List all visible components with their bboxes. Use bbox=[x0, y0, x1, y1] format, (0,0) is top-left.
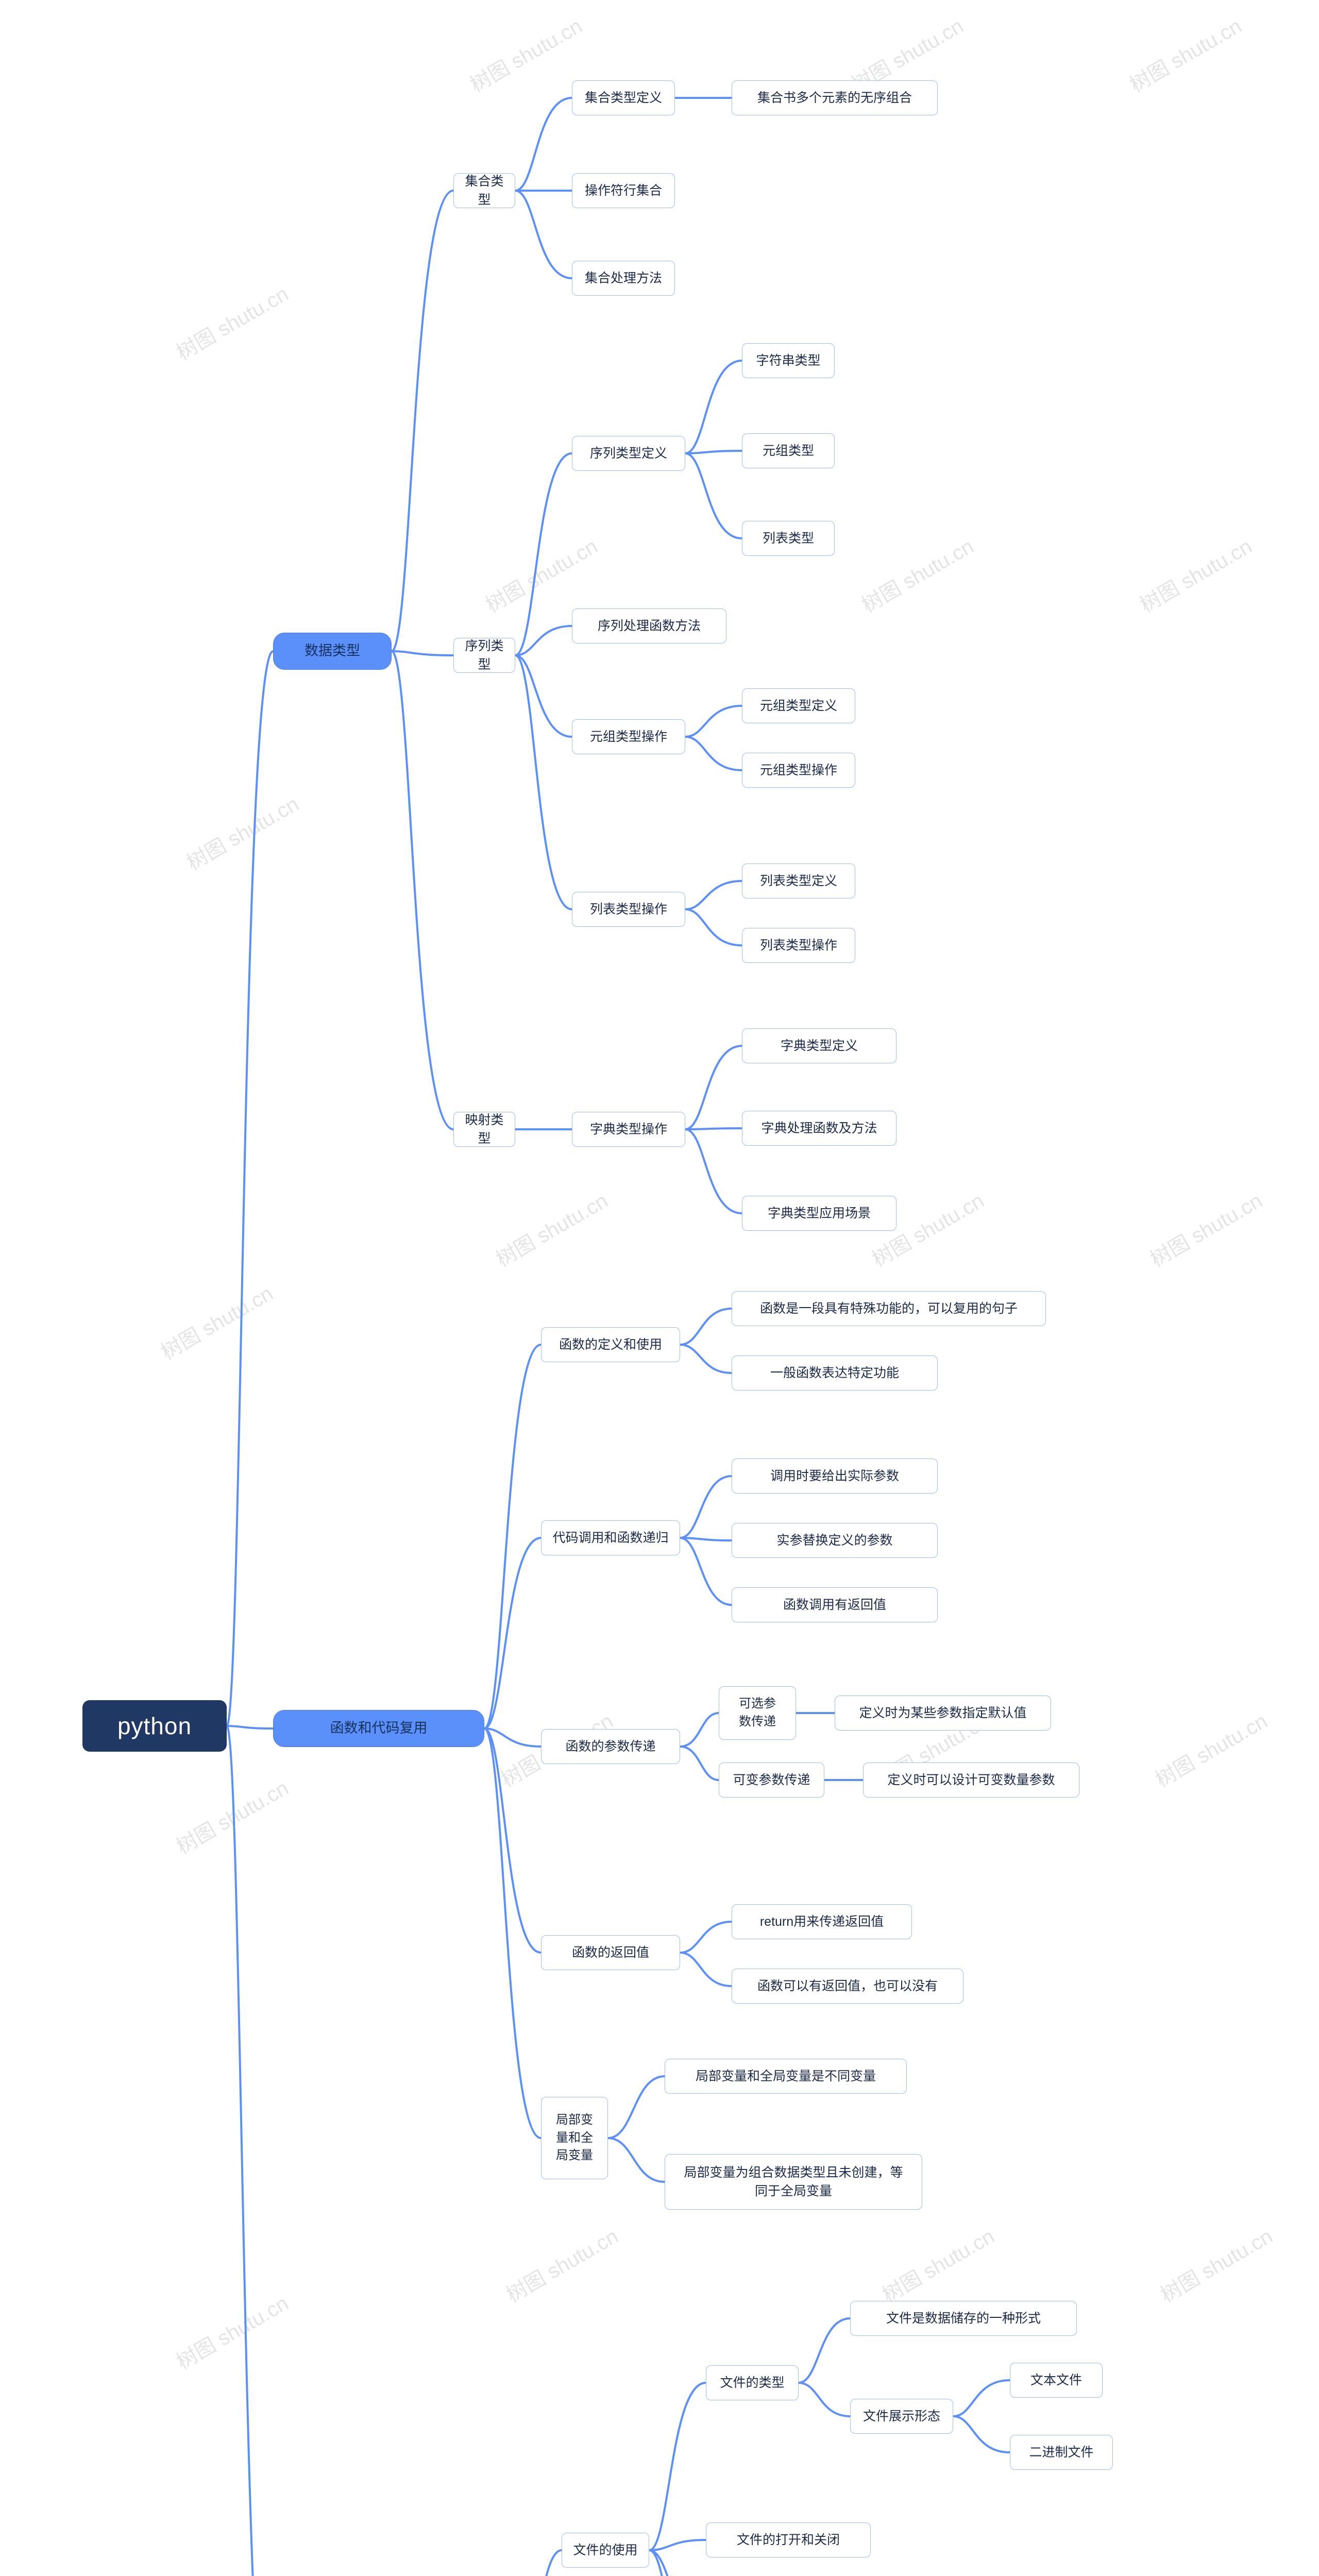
node-local-global-desc-2[interactable]: 局部变量为组合数据类型且未创建，等 同于全局变量 bbox=[665, 2154, 922, 2210]
node-set-definition[interactable]: 集合类型定义 bbox=[572, 80, 675, 115]
node-sequence-type[interactable]: 序列类型 bbox=[453, 638, 515, 673]
node-function-parameter-passing[interactable]: 函数的参数传递 bbox=[541, 1729, 680, 1764]
node-set-type[interactable]: 集合类型 bbox=[453, 173, 515, 208]
watermark: 树图 shutu.cn bbox=[183, 792, 303, 875]
node-set-methods[interactable]: 集合处理方法 bbox=[572, 261, 675, 296]
node-variable-param[interactable]: 可变参数传递 bbox=[719, 1762, 824, 1798]
watermark: 树图 shutu.cn bbox=[1157, 2225, 1277, 2307]
node-variable-param-desc[interactable]: 定义时可以设计可变数量参数 bbox=[863, 1762, 1079, 1798]
node-function-definition-use[interactable]: 函数的定义和使用 bbox=[541, 1327, 680, 1362]
watermark: 树图 shutu.cn bbox=[1152, 1709, 1272, 1792]
node-function-desc-2[interactable]: 一般函数表达特定功能 bbox=[732, 1355, 938, 1391]
node-file-usage[interactable]: 文件的使用 bbox=[562, 2533, 649, 2568]
node-sequence-definition[interactable]: 序列类型定义 bbox=[572, 436, 685, 471]
node-function-desc-1[interactable]: 函数是一段具有特殊功能的，可以复用的句子 bbox=[732, 1291, 1046, 1326]
watermark: 树图 shutu.cn bbox=[1126, 14, 1246, 97]
node-tuple-type[interactable]: 元组类型 bbox=[742, 433, 835, 468]
node-file-display-form[interactable]: 文件展示形态 bbox=[850, 2399, 953, 2434]
watermark: 树图 shutu.cn bbox=[878, 2225, 999, 2307]
node-return-desc-1[interactable]: return用来传递返回值 bbox=[732, 1904, 912, 1939]
node-string-type[interactable]: 字符串类型 bbox=[742, 343, 835, 378]
node-tuple-operations[interactable]: 元组类型操作 bbox=[572, 719, 685, 754]
node-optional-param[interactable]: 可选参 数传递 bbox=[719, 1686, 796, 1740]
node-sequence-functions[interactable]: 序列处理函数方法 bbox=[572, 608, 726, 643]
node-optional-param-desc[interactable]: 定义时为某些参数指定默认值 bbox=[835, 1696, 1051, 1731]
node-set-operators[interactable]: 操作符行集合 bbox=[572, 173, 675, 208]
node-code-call-recursion[interactable]: 代码调用和函数递归 bbox=[541, 1520, 680, 1555]
node-function-return[interactable]: 函数的返回值 bbox=[541, 1935, 680, 1970]
node-list-operations[interactable]: 列表类型操作 bbox=[572, 892, 685, 927]
node-dict-operations[interactable]: 字典类型操作 bbox=[572, 1112, 685, 1147]
node-dict-functions[interactable]: 字典处理函数及方法 bbox=[742, 1111, 897, 1146]
node-call-return-value[interactable]: 函数调用有返回值 bbox=[732, 1587, 938, 1622]
watermark: 树图 shutu.cn bbox=[173, 2292, 293, 2374]
watermark: 树图 shutu.cn bbox=[492, 1189, 612, 1272]
watermark: 树图 shutu.cn bbox=[173, 282, 293, 365]
node-list-type[interactable]: 列表类型 bbox=[742, 521, 835, 556]
node-dict-scenarios[interactable]: 字典类型应用场景 bbox=[742, 1196, 897, 1231]
node-call-replace-params[interactable]: 实参替换定义的参数 bbox=[732, 1523, 938, 1558]
node-tuple-operation[interactable]: 元组类型操作 bbox=[742, 753, 855, 788]
node-mapping-type[interactable]: 映射类型 bbox=[453, 1112, 515, 1147]
node-list-operation[interactable]: 列表类型操作 bbox=[742, 928, 855, 963]
node-tuple-definition[interactable]: 元组类型定义 bbox=[742, 688, 855, 723]
watermark: 树图 shutu.cn bbox=[1146, 1189, 1266, 1272]
root-node[interactable]: python bbox=[82, 1700, 227, 1752]
watermark: 树图 shutu.cn bbox=[157, 1282, 277, 1364]
node-file-open-close[interactable]: 文件的打开和关闭 bbox=[706, 2522, 871, 2557]
node-local-global-desc-1[interactable]: 局部变量和全局变量是不同变量 bbox=[665, 2059, 907, 2094]
node-local-global-variables[interactable]: 局部变 量和全 局变量 bbox=[541, 2097, 608, 2179]
watermark: 树图 shutu.cn bbox=[466, 14, 586, 97]
watermark: 树图 shutu.cn bbox=[502, 2225, 622, 2307]
node-binary-file[interactable]: 二进制文件 bbox=[1010, 2435, 1113, 2470]
watermark: 树图 shutu.cn bbox=[1136, 535, 1256, 617]
node-call-actual-params[interactable]: 调用时要给出实际参数 bbox=[732, 1459, 938, 1494]
watermark: 树图 shutu.cn bbox=[482, 535, 602, 617]
watermark: 树图 shutu.cn bbox=[858, 535, 978, 617]
watermark: 树图 shutu.cn bbox=[173, 1776, 293, 1859]
node-text-file[interactable]: 文本文件 bbox=[1010, 2363, 1103, 2398]
node-set-definition-desc[interactable]: 集合书多个元素的无序组合 bbox=[732, 80, 938, 115]
node-return-desc-2[interactable]: 函数可以有返回值，也可以没有 bbox=[732, 1969, 963, 2004]
node-dict-definition[interactable]: 字典类型定义 bbox=[742, 1028, 897, 1063]
node-list-definition[interactable]: 列表类型定义 bbox=[742, 863, 855, 899]
branch-data-types[interactable]: 数据类型 bbox=[273, 633, 392, 670]
node-file-types[interactable]: 文件的类型 bbox=[706, 2365, 799, 2400]
branch-functions-code-reuse[interactable]: 函数和代码复用 bbox=[273, 1710, 484, 1747]
node-file-type-desc[interactable]: 文件是数据储存的一种形式 bbox=[850, 2301, 1077, 2336]
